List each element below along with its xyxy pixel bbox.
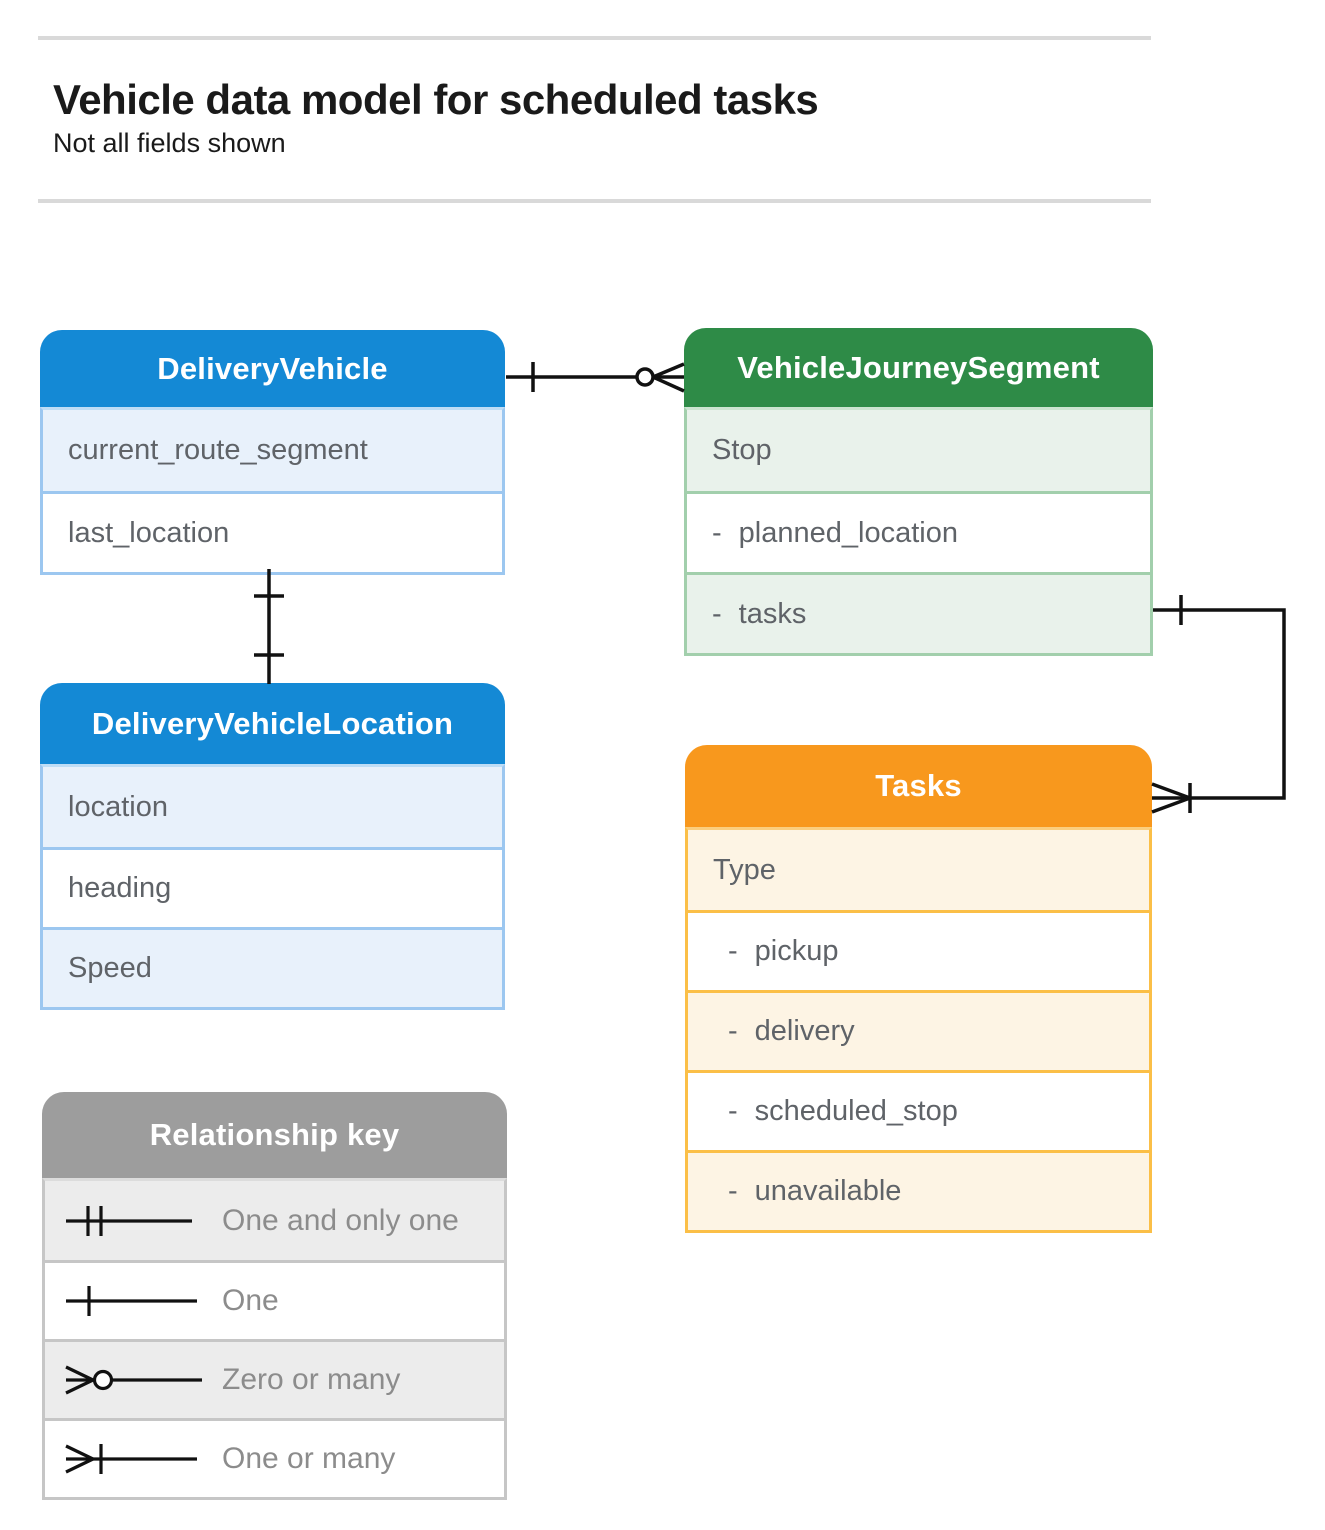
field-dash: - [712,597,722,630]
field-row: Stop [687,410,1150,491]
entity-delivery-vehicle-location-title: DeliveryVehicleLocation [40,683,505,764]
field-label: location [68,790,168,823]
legend-row: Zero or many [45,1339,504,1418]
field-dash: - [728,1015,738,1047]
entity-vehicle-journey-segment-title: VehicleJourneySegment [684,328,1153,407]
entity-tasks-fields: Type - pickup - delivery - scheduled_sto… [685,827,1152,1233]
field-label: delivery [754,1015,855,1047]
legend-row: One or many [45,1418,504,1497]
relationship-key: Relationship key One and only one One Ze… [42,1092,507,1500]
field-label: Type [713,853,776,886]
connector-deliveryvehicle-deliveryvehiclelocation [254,569,284,684]
field-row: last_location [43,491,502,572]
field-dash: - [728,1095,738,1127]
field-row: current_route_segment [43,410,502,491]
relationship-key-title: Relationship key [42,1092,507,1178]
field-label: planned_location [738,516,958,549]
entity-delivery-vehicle-title: DeliveryVehicle [40,330,505,407]
field-row: - pickup [688,910,1149,990]
field-label: heading [68,872,172,904]
legend-label: Zero or many [222,1363,401,1396]
field-dash: - [728,935,738,967]
one-and-only-one-symbol [64,1199,219,1243]
entity-delivery-vehicle-fields: current_route_segment last_location [40,407,505,575]
field-label: tasks [738,597,807,630]
field-row: location [43,767,502,847]
field-row: - planned_location [687,491,1150,572]
field-row: - delivery [688,990,1149,1070]
entity-vehicle-journey-segment: VehicleJourneySegment Stop - planned_loc… [684,328,1153,656]
field-dash: - [712,516,722,549]
field-row: - unavailable [688,1150,1149,1230]
legend-row: One [45,1260,504,1339]
legend-label: One [222,1284,279,1317]
field-label: pickup [754,935,839,967]
connector-vehiclejourneysegment-tasks [1151,595,1286,814]
field-label: unavailable [754,1175,902,1207]
page-subtitle: Not all fields shown [53,128,286,158]
entity-delivery-vehicle: DeliveryVehicle current_route_segment la… [40,330,505,575]
field-row: - tasks [687,572,1150,653]
entity-tasks: Tasks Type - pickup - delivery - schedul… [685,745,1152,1233]
field-label: Stop [712,434,772,466]
field-row: Type [688,830,1149,910]
entity-delivery-vehicle-location: DeliveryVehicleLocation location heading… [40,683,505,1010]
page-title: Vehicle data model for scheduled tasks [53,76,819,123]
header-divider [38,199,1151,203]
legend-row: One and only one [45,1181,504,1260]
one-or-many-symbol [64,1437,219,1481]
connector-deliveryvehicle-vehiclejourneysegment [506,362,685,393]
field-row: heading [43,847,502,927]
legend-label: One and only one [222,1203,459,1237]
relationship-key-rows: One and only one One Zero or many One or… [42,1178,507,1500]
field-row: - scheduled_stop [688,1070,1149,1150]
field-row: Speed [43,927,502,1007]
entity-delivery-vehicle-location-fields: location heading Speed [40,764,505,1010]
field-label: last_location [68,516,230,549]
entity-vehicle-journey-segment-fields: Stop - planned_location - tasks [684,407,1153,656]
one-symbol [64,1279,219,1323]
zero-or-many-symbol [64,1358,219,1402]
field-label: current_route_segment [68,434,368,466]
field-label: scheduled_stop [754,1095,958,1127]
field-dash: - [728,1175,738,1207]
top-divider [38,36,1151,40]
legend-label: One or many [222,1442,396,1475]
entity-tasks-title: Tasks [685,745,1152,827]
field-label: Speed [68,952,152,984]
